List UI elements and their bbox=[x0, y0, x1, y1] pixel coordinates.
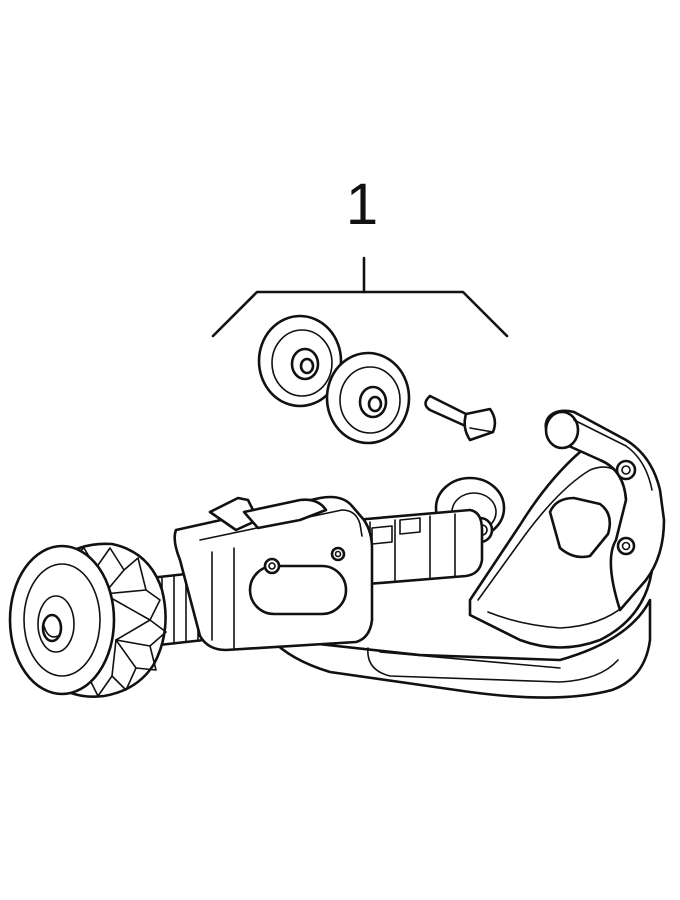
cutting-wheel-1 bbox=[257, 314, 343, 408]
pipe-cutter-tool bbox=[8, 409, 666, 699]
callout-number: 1 bbox=[345, 172, 379, 237]
axle-pin bbox=[424, 394, 497, 442]
cutting-wheel-2 bbox=[325, 351, 411, 445]
callout-bracket bbox=[211, 256, 509, 338]
cutter-handle bbox=[268, 598, 652, 699]
knurled-knob bbox=[8, 542, 167, 698]
cutter-hook bbox=[544, 409, 666, 612]
